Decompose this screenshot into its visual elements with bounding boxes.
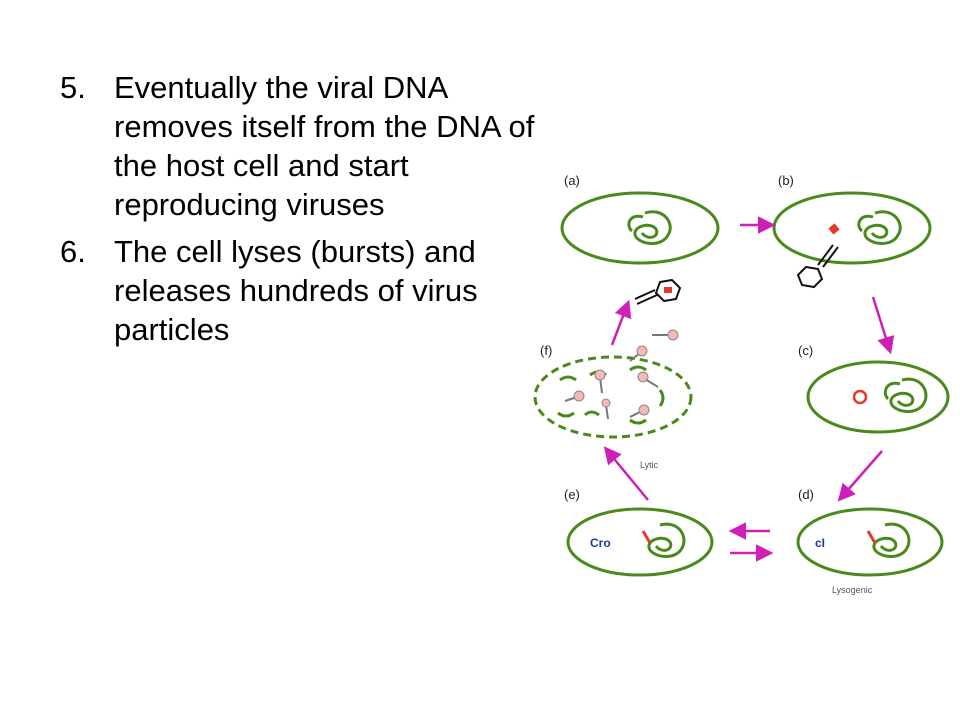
circular-viral-dna <box>852 389 868 405</box>
item-number: 5. <box>60 70 86 105</box>
virus-particles <box>564 329 679 420</box>
virus-particle-icon <box>629 404 650 418</box>
released-phage-icon <box>634 278 682 305</box>
cell-b <box>772 191 932 265</box>
arrow-e-to-f <box>603 446 649 501</box>
arrow-c-to-d <box>837 450 883 502</box>
panel-label-f: (f) <box>540 343 552 358</box>
cell-d: cI <box>796 507 944 577</box>
item-text: The cell lyses (bursts) and releases hun… <box>114 234 478 347</box>
panel-label-d: (d) <box>798 487 814 502</box>
virus-particle-icon <box>601 398 611 420</box>
integrated-viral-dna-e <box>641 530 652 544</box>
integrated-viral-dna-d <box>866 530 877 544</box>
lytic-caption: Lytic <box>640 460 659 470</box>
injecting-phage-icon <box>796 244 839 289</box>
list-item: 6. The cell lyses (bursts) and releases … <box>60 232 550 349</box>
arrow-f-to-release <box>610 299 632 346</box>
host-dna-e <box>647 522 686 558</box>
virus-particle-icon <box>629 345 648 362</box>
cell-f-lysed <box>533 355 693 439</box>
phage-life-cycle-diagram: (a) (b) (c) (d) (e) (f) cI Lysogenic Cro <box>533 173 950 595</box>
host-dna-d <box>872 522 911 558</box>
gene-ci-label: cI <box>815 536 825 550</box>
virus-particle-icon <box>652 329 679 341</box>
item-number: 6. <box>60 234 86 269</box>
host-dna-b <box>857 210 902 245</box>
host-dna-a <box>627 210 672 245</box>
virus-particle-icon <box>594 369 606 394</box>
gene-cro-label: Cro <box>590 536 611 550</box>
cell-c <box>806 360 950 434</box>
virus-particle-icon <box>637 371 659 388</box>
arrow-b-to-c <box>871 296 895 355</box>
cell-a <box>560 191 720 265</box>
viral-dna-b <box>828 223 840 235</box>
item-text: Eventually the viral DNA removes itself … <box>114 70 535 222</box>
panel-label-a: (a) <box>564 173 580 188</box>
panel-label-c: (c) <box>798 343 813 358</box>
slide-text-list: 5. Eventually the viral DNA removes itse… <box>60 68 550 357</box>
virus-particle-icon <box>564 390 585 402</box>
list-item: 5. Eventually the viral DNA removes itse… <box>60 68 550 224</box>
host-dna-c <box>883 377 928 413</box>
panel-label-e: (e) <box>564 487 580 502</box>
cell-e: Cro <box>566 507 714 577</box>
panel-label-b: (b) <box>778 173 794 188</box>
lysogenic-caption: Lysogenic <box>832 585 873 595</box>
